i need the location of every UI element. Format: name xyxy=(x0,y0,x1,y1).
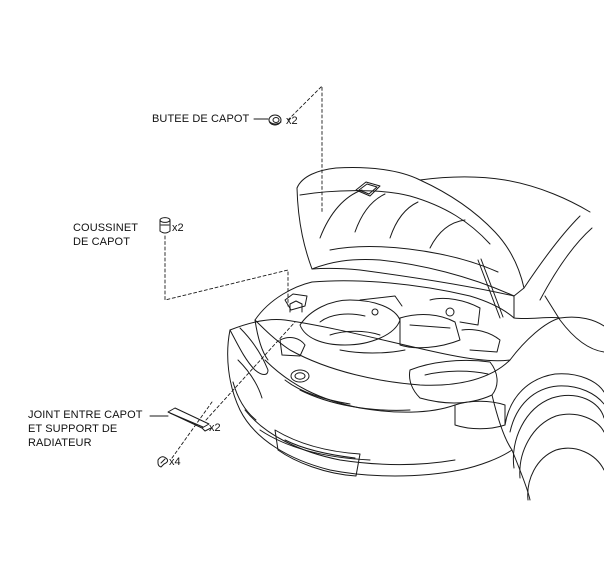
hood-seal-qty: x2 xyxy=(209,422,221,434)
hood-cushion-label-line1: COUSSINET xyxy=(73,222,139,234)
car-body xyxy=(227,167,604,501)
hood-cushion-icon xyxy=(159,217,171,234)
leader-hood-seal xyxy=(205,321,296,421)
leader-hood-cushion xyxy=(164,235,289,307)
hood-stop-label: BUTEE DE CAPOT xyxy=(152,113,250,125)
hood-stop-qty: x2 xyxy=(286,115,298,127)
leader-clip xyxy=(171,401,213,459)
clip-icon xyxy=(157,456,169,468)
clip-qty: x4 xyxy=(169,456,181,468)
hood-seal-label-line2: ET SUPPORT DE xyxy=(28,423,118,435)
leader-lines xyxy=(164,85,323,459)
hood-seal-strip-icon xyxy=(167,407,212,432)
hood-stop-icon xyxy=(268,114,282,126)
hood-cushion-qty: x2 xyxy=(172,222,184,234)
hood-seal-label-line1: JOINT ENTRE CAPOT xyxy=(28,409,143,421)
hood-cushion-label-line2: DE CAPOT xyxy=(73,236,131,248)
hood-seal-label-line3: RADIATEUR xyxy=(28,437,92,449)
